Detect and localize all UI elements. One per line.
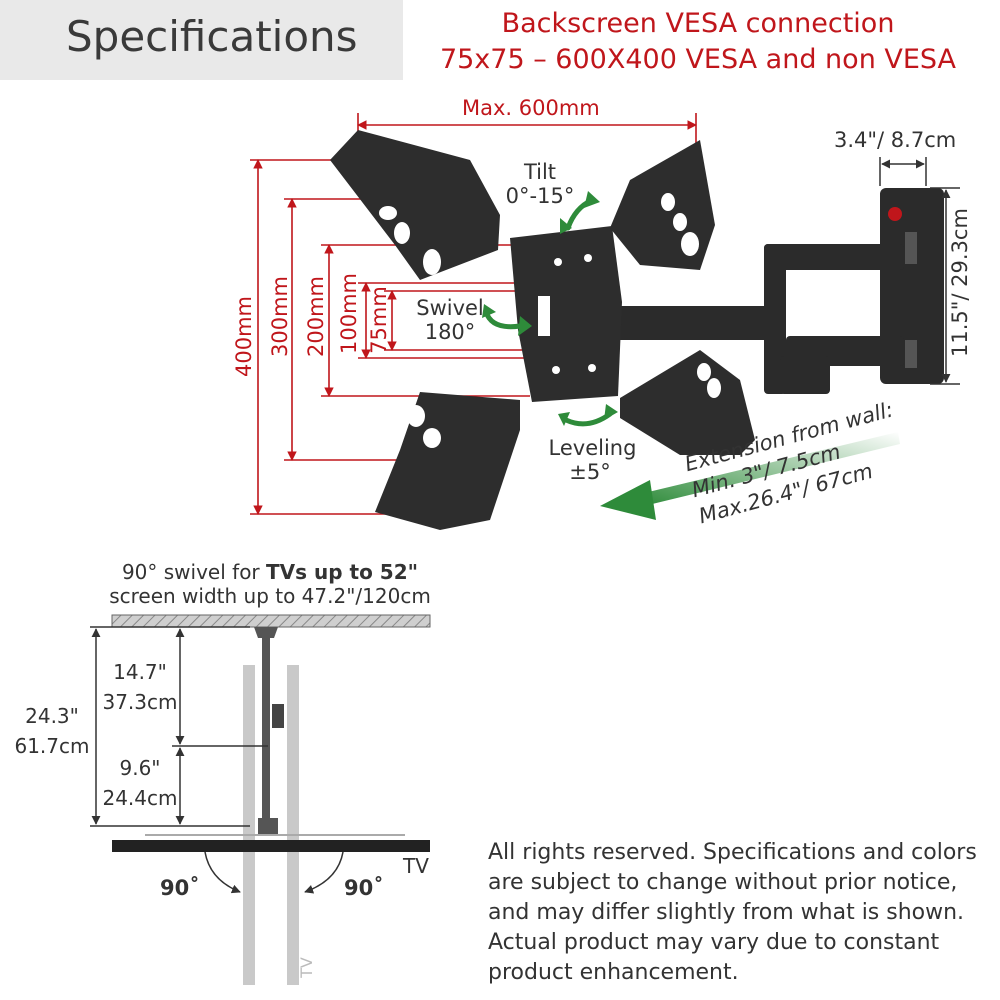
extension-arrow [600, 432, 900, 520]
swivel-range: 180° [424, 320, 476, 344]
swivel-caption-line2: screen width up to 47.2"/120cm [109, 584, 431, 608]
top-view-drawing [111, 614, 431, 985]
tv-bracket [330, 130, 755, 530]
title-box [0, 0, 403, 80]
height-300-label: 300mm [268, 276, 292, 357]
vesa-heading-line2: 75x75 – 600X400 VESA and non VESA [439, 44, 957, 75]
swivel-caption-pre: 90° swivel for [121, 560, 267, 584]
height-200-label: 200mm [304, 276, 328, 357]
lower-depth-in: 9.6" [119, 756, 161, 780]
plate-height-label: 11.5"/ 29.3cm [948, 208, 972, 357]
tilt-title: Tilt [523, 160, 557, 184]
page-title: Specifications [66, 12, 358, 61]
leveling-range: ±5° [569, 460, 611, 484]
total-depth-in: 24.3" [25, 704, 79, 728]
height-100-label: 100mm [337, 273, 361, 354]
motion-arrowheads [482, 191, 618, 426]
notice-line-1: All rights reserved. Specifications and … [488, 840, 977, 865]
swivel-caption-bold: TVs up to 52" [266, 560, 419, 584]
plate-depth-label: 3.4"/ 8.7cm [834, 128, 957, 152]
leveling-title: Leveling [548, 436, 637, 460]
upper-depth-in: 14.7" [113, 660, 167, 684]
total-depth-cm: 61.7cm [14, 734, 90, 758]
max-width-label: Max. 600mm [462, 96, 600, 120]
tilt-range: 0°-15° [505, 184, 575, 208]
wall-plate-dimensions [879, 157, 960, 385]
swivel-caption-line1: 90° swivel for TVs up to 52" [100, 560, 440, 584]
tv-label-vertical: TV [296, 957, 316, 978]
articulating-arm [575, 244, 904, 394]
notice-line-4: Actual product may vary due to constant [488, 930, 940, 955]
bracket-holes [379, 193, 721, 448]
lower-depth-cm: 24.4cm [102, 786, 178, 810]
top-view-dimension-lines [90, 626, 344, 894]
legal-notice: All rights reserved. Specifications and … [488, 838, 988, 988]
angle-right-label: 90˚ [344, 876, 384, 900]
tv-label: TV [403, 854, 429, 878]
height-75-label: 75mm [367, 286, 391, 354]
wall-plate [880, 188, 944, 384]
notice-line-2: are subject to change without prior noti… [488, 870, 958, 895]
notice-line-3: and may differ slightly from what is sho… [488, 900, 965, 925]
height-400-label: 400mm [232, 296, 256, 377]
vesa-heading-line1: Backscreen VESA connection [501, 8, 895, 39]
notice-line-5: product enhancement. [488, 960, 739, 985]
swivel-title: Swivel [416, 296, 484, 320]
angle-left-label: 90˚ [160, 876, 200, 900]
upper-depth-cm: 37.3cm [102, 690, 178, 714]
